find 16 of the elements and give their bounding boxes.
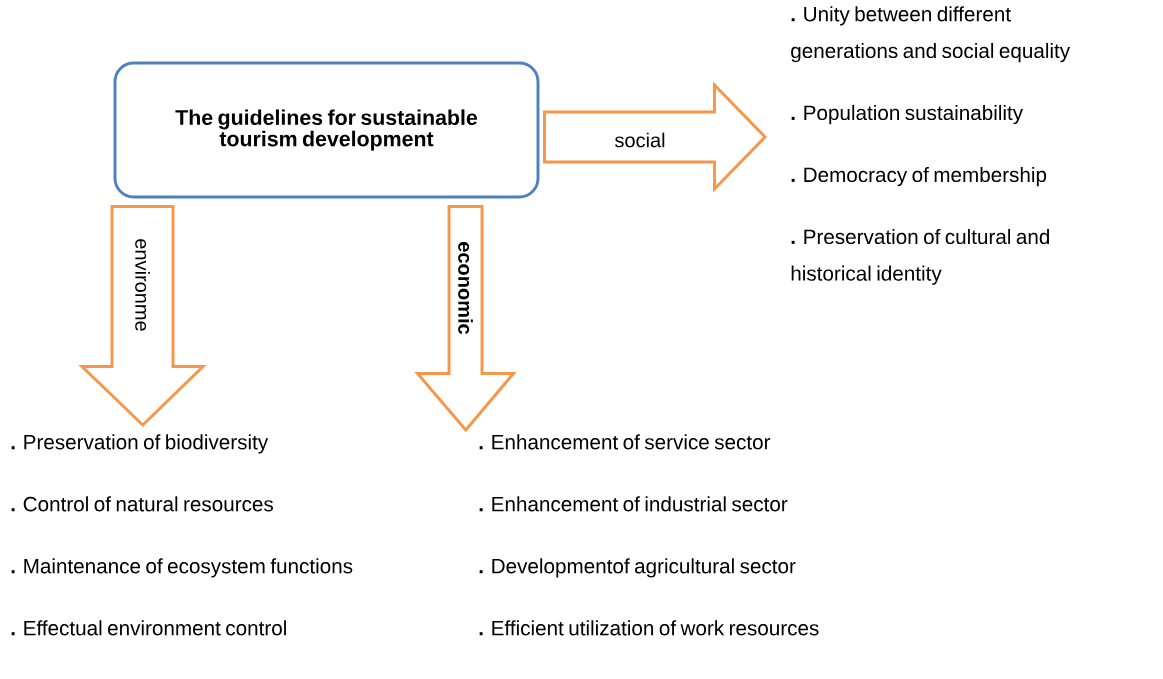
- list-item: . Efficient utilization of work resources: [479, 620, 819, 636]
- list-item: . Maintenance of ecosystem functions: [11, 558, 353, 578]
- list-item: . Enhancement of industrial sector: [479, 496, 788, 512]
- list-item: . Developmentof agricultural sector: [479, 558, 796, 578]
- block-arrow: [543, 81, 768, 193]
- list-item: . Population sustainability: [791, 104, 1024, 125]
- title-box: The guidelines for sustainable tourism development: [113, 61, 540, 199]
- list-item: . Enhancement of service sector: [479, 434, 771, 450]
- list-item: . Control of natural resources: [11, 496, 273, 512]
- list-item: . Preservation of biodiversity: [11, 434, 269, 454]
- list-item: . Democracy of membership: [791, 166, 1047, 187]
- block-arrow: [78, 205, 207, 428]
- list-item: . Effectual environment control: [11, 620, 286, 636]
- edge-label: social: [613, 131, 667, 149]
- list-item: . Unity between different generations and social equality: [791, 6, 1071, 63]
- list-item: . Preservation of cultural and historical identity: [791, 228, 1049, 285]
